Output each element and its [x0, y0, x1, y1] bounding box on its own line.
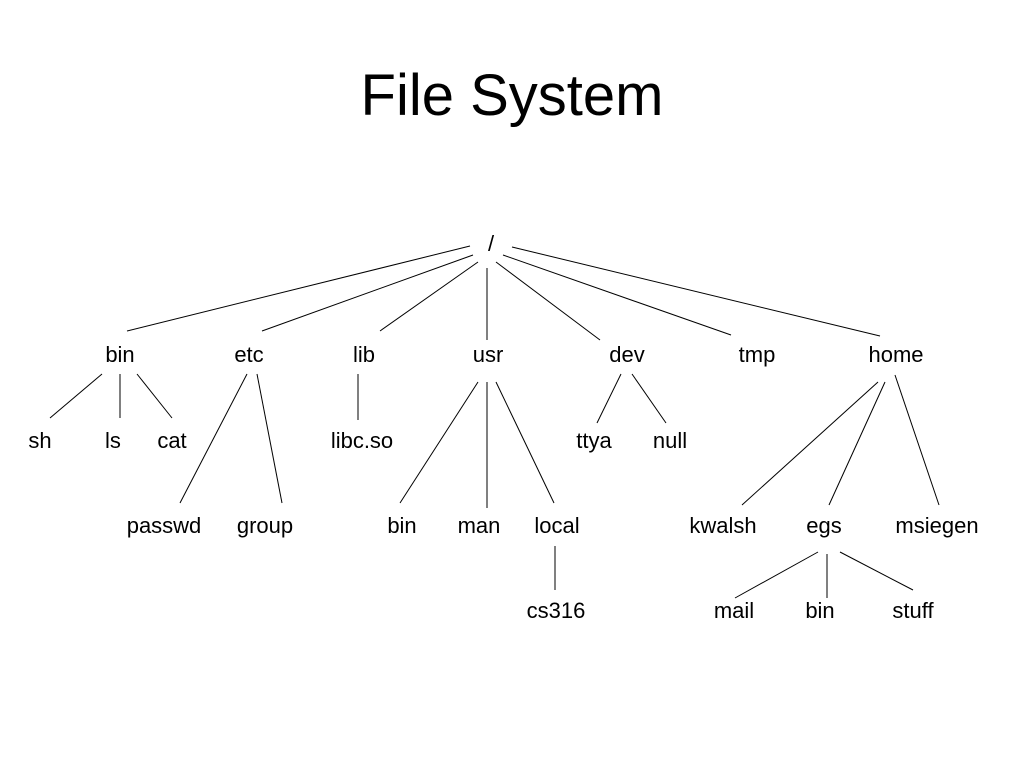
- edge-etc-passwd: [179, 373, 248, 504]
- node-mail: mail: [714, 598, 754, 623]
- node-root: /: [488, 231, 495, 256]
- edge-root-home: [511, 246, 881, 337]
- edge-dev-ttya: [596, 373, 622, 424]
- node-msiegen: msiegen: [895, 513, 978, 538]
- edge-usr-local: [495, 381, 555, 504]
- edge-bin-sh: [49, 373, 103, 419]
- node-ls: ls: [105, 428, 121, 453]
- edge-home-kwalsh: [741, 381, 879, 506]
- edge-usr-bin: [399, 381, 479, 504]
- node-ttya: ttya: [576, 428, 612, 453]
- edge-root-lib: [379, 261, 479, 332]
- edge-root-etc: [261, 254, 474, 332]
- edge-home-msiegen: [894, 374, 940, 506]
- node-stuff: stuff: [892, 598, 934, 623]
- node-home: home: [868, 342, 923, 367]
- node-local: local: [534, 513, 579, 538]
- node-dev: dev: [609, 342, 644, 367]
- edge-root-bin: [126, 245, 471, 332]
- edge-root-tmp: [502, 254, 732, 336]
- node-egs: egs: [806, 513, 841, 538]
- node-libc-so: libc.so: [331, 428, 393, 453]
- node-null: null: [653, 428, 687, 453]
- node-passwd: passwd: [127, 513, 202, 538]
- node-bin: bin: [105, 342, 134, 367]
- slide-title: File System: [360, 63, 664, 128]
- edge-bin-cat: [136, 373, 173, 419]
- node-usr-bin: bin: [387, 513, 416, 538]
- edge-etc-group: [256, 373, 283, 504]
- node-lib: lib: [353, 342, 375, 367]
- node-egs-bin: bin: [805, 598, 834, 623]
- edge-dev-null: [631, 373, 667, 424]
- node-tmp: tmp: [739, 342, 776, 367]
- node-group: group: [237, 513, 293, 538]
- node-usr: usr: [473, 342, 504, 367]
- edge-egs-mail: [734, 551, 819, 599]
- node-cat: cat: [157, 428, 186, 453]
- edge-root-dev: [495, 261, 601, 341]
- edge-home-egs: [828, 381, 886, 506]
- node-sh: sh: [28, 428, 51, 453]
- node-cs316: cs316: [527, 598, 586, 623]
- edge-egs-stuff: [839, 551, 914, 591]
- node-man: man: [458, 513, 501, 538]
- node-etc: etc: [234, 342, 263, 367]
- node-kwalsh: kwalsh: [689, 513, 756, 538]
